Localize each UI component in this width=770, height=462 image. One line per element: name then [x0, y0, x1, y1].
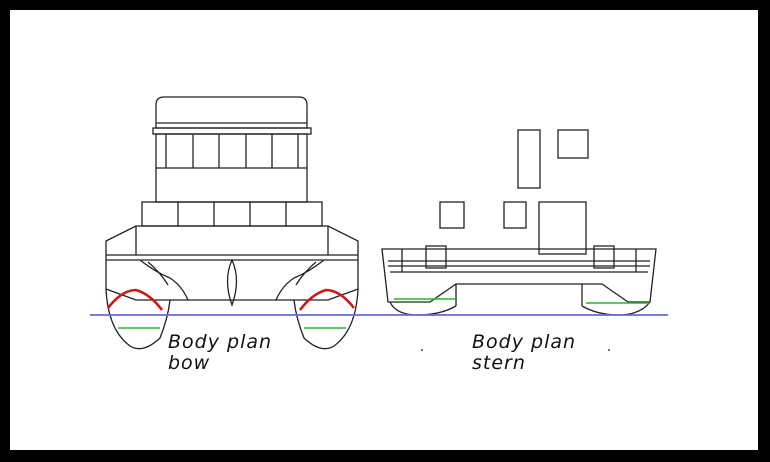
- stern-hull: [381, 248, 657, 303]
- stern-upper-window-1: [517, 129, 541, 189]
- bow-wheelhouse-roof: [155, 96, 308, 129]
- bow-view: [105, 96, 359, 350]
- chine-highlights: [106, 288, 356, 311]
- bow-port-hull: [105, 288, 171, 350]
- bow-label: Body plan bow: [168, 332, 272, 374]
- stern-label-line1: Body plan: [472, 331, 577, 353]
- stern-label-line2: stern: [472, 352, 526, 374]
- bow-deckhouse: [141, 201, 323, 227]
- bow-centre-bulb: [226, 258, 238, 307]
- stern-label: Body plan stern: [472, 332, 576, 374]
- drawing-canvas: Body plan bow Body plan stern: [10, 10, 758, 450]
- stern-upper-window-2: [557, 129, 589, 159]
- inner-waterlines: [118, 298, 650, 329]
- bow-label-line2: bow: [168, 352, 211, 374]
- body-plan-drawing: [90, 96, 668, 351]
- bow-label-line1: Body plan: [168, 331, 273, 353]
- stern-view: [381, 129, 657, 316]
- stern-side-window-1: [439, 201, 465, 229]
- stern-door: [538, 201, 587, 255]
- stern-side-window-2: [503, 201, 527, 229]
- bow-starboard-hull: [293, 288, 359, 350]
